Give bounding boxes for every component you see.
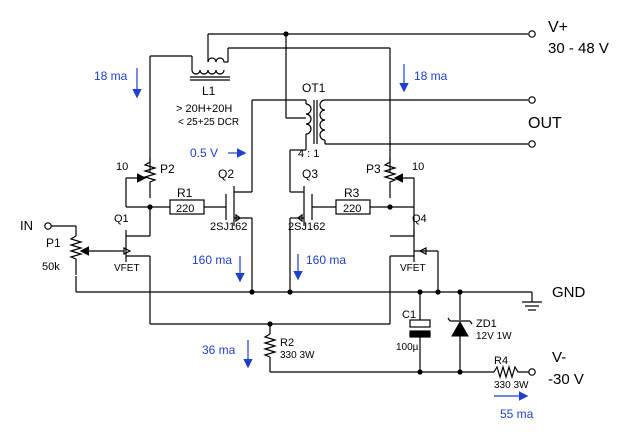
vminus-value: -30 V	[548, 371, 584, 388]
current-q3: 160 ma	[306, 253, 346, 267]
q1-ref: Q1	[114, 213, 129, 225]
current-left-top: 18 ma	[94, 69, 128, 83]
r1-ref: R1	[177, 186, 193, 200]
ot1-ratio: 4 : 1	[298, 148, 319, 160]
p3-value: 10	[412, 161, 424, 173]
current-r4: 55 ma	[500, 407, 534, 421]
q3-ref: Q3	[302, 167, 318, 181]
vminus-terminal	[528, 368, 536, 376]
zd1-ref: ZD1	[476, 318, 497, 330]
resistor-r1	[126, 199, 226, 215]
trimmer-p3	[382, 158, 415, 207]
potentiometer-p1	[44, 222, 118, 292]
vplus-range-label: 30 - 48 V	[548, 40, 609, 57]
p1-value: 50k	[42, 261, 60, 273]
q1-type: VFET	[114, 263, 140, 274]
p2-ref: P2	[160, 162, 175, 176]
gnd-label: GND	[552, 284, 586, 301]
source-loop	[150, 321, 390, 334]
q4-ref: Q4	[412, 213, 427, 225]
c1-ref: C1	[402, 309, 416, 321]
capacitor-c1	[409, 292, 431, 372]
q2-ref: Q2	[218, 167, 234, 181]
resistor-r3	[312, 199, 414, 215]
in-terminal	[44, 222, 52, 230]
l1-spec2: < 25+25 DCR	[178, 117, 239, 128]
transformer-ot1	[251, 34, 536, 192]
mosfet-q3	[289, 186, 313, 292]
r3-ref: R3	[344, 186, 360, 200]
r3-value: 220	[343, 203, 361, 215]
r4-ref: R4	[494, 355, 508, 367]
in-label: IN	[20, 218, 33, 233]
vplus-rail	[208, 30, 536, 38]
q2-type: 2SJ162	[210, 221, 247, 233]
r4-value: 330 3W	[494, 380, 529, 391]
vplus-label: V+	[548, 19, 568, 36]
r1-value: 220	[176, 203, 194, 215]
p3-ref: P3	[366, 162, 381, 176]
q3-type: 2SJ162	[288, 221, 325, 233]
out-terminal-bottom	[528, 140, 536, 148]
jfet-q1	[118, 207, 151, 324]
gnd-rail	[76, 289, 542, 311]
ot1-ref: OT1	[302, 81, 326, 95]
current-r2: 36 ma	[202, 343, 236, 357]
current-q2: 160 ma	[192, 253, 232, 267]
p2-value: 10	[116, 161, 128, 173]
vminus-label: V-	[552, 349, 566, 366]
p1-ref: P1	[46, 236, 61, 250]
r2-value: 330 3W	[280, 350, 315, 361]
voltage-q2: 0.5 V	[190, 146, 218, 160]
q4-type: VFET	[400, 263, 426, 274]
jfet-q4	[389, 207, 439, 324]
out-terminal-top	[528, 96, 536, 104]
current-right-top: 18 ma	[414, 69, 448, 83]
zd1-value: 12V 1W	[476, 331, 512, 342]
choke-l1	[149, 34, 391, 172]
vplus-terminal	[528, 30, 536, 38]
mosfet-q2	[225, 186, 253, 292]
l1-ref: L1	[202, 84, 216, 98]
trimmer-p2	[125, 158, 158, 210]
r2-ref: R2	[280, 337, 294, 349]
l1-spec1: > 20H+20H	[176, 103, 232, 115]
resistor-r4	[493, 364, 536, 380]
out-label: OUT	[528, 115, 562, 132]
c1-value: 100µ	[396, 342, 419, 353]
zener-zd1	[447, 292, 473, 372]
